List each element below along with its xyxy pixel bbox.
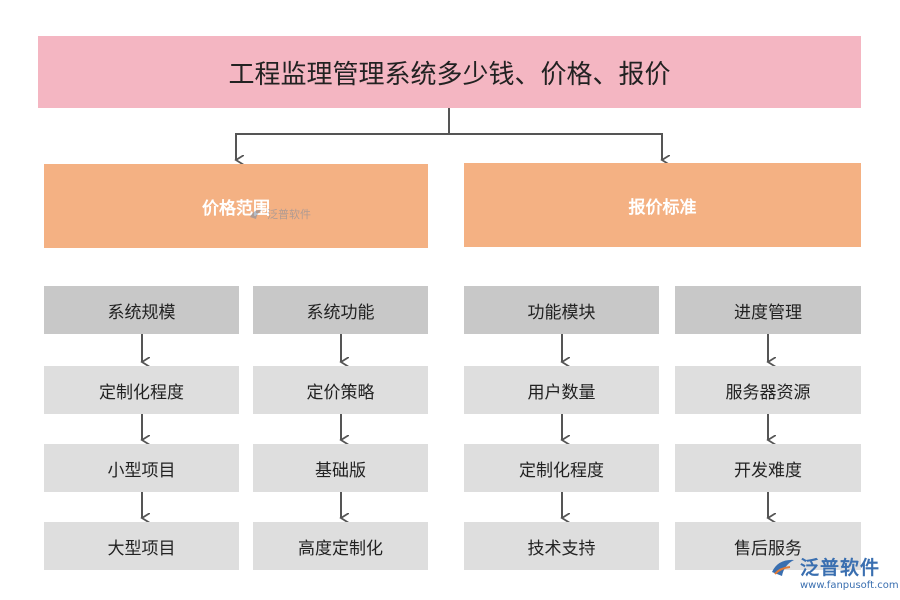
category-price-range: 价格范围 bbox=[44, 164, 428, 248]
cell-col2-row1: 系统功能 bbox=[253, 286, 428, 334]
cell-col3-row4: 技术支持 bbox=[464, 522, 659, 570]
category-quote-standard: 报价标准 bbox=[464, 163, 861, 247]
center-watermark: 泛普软件 bbox=[248, 206, 311, 222]
cell-col1-row3: 小型项目 bbox=[44, 444, 239, 492]
brand-swoosh-icon bbox=[772, 559, 794, 576]
cell-col4-row3: 开发难度 bbox=[675, 444, 861, 492]
cell-col1-row4: 大型项目 bbox=[44, 522, 239, 570]
cell-col2-row4: 高度定制化 bbox=[253, 522, 428, 570]
center-watermark-text: 泛普软件 bbox=[267, 208, 311, 221]
cell-col4-row2: 服务器资源 bbox=[675, 366, 861, 414]
column-arrows bbox=[142, 334, 768, 518]
diagram-title: 工程监理管理系统多少钱、价格、报价 bbox=[38, 36, 861, 108]
brand-name: 泛普软件 bbox=[800, 557, 881, 579]
cell-col1-row2: 定制化程度 bbox=[44, 366, 239, 414]
cell-col3-row3: 定制化程度 bbox=[464, 444, 659, 492]
brand-logo: 泛普软件 bbox=[770, 553, 880, 580]
cell-col2-row2: 定价策略 bbox=[253, 366, 428, 414]
cell-col2-row3: 基础版 bbox=[253, 444, 428, 492]
brand-url: www.fanpusoft.com bbox=[800, 580, 899, 591]
brand-logo-icon bbox=[250, 209, 262, 219]
cell-col4-row1: 进度管理 bbox=[675, 286, 861, 334]
cell-col4-row4: 售后服务 bbox=[675, 522, 861, 570]
cell-col1-row1: 系统规模 bbox=[44, 286, 239, 334]
cell-col3-row1: 功能模块 bbox=[464, 286, 659, 334]
cell-col3-row2: 用户数量 bbox=[464, 366, 659, 414]
